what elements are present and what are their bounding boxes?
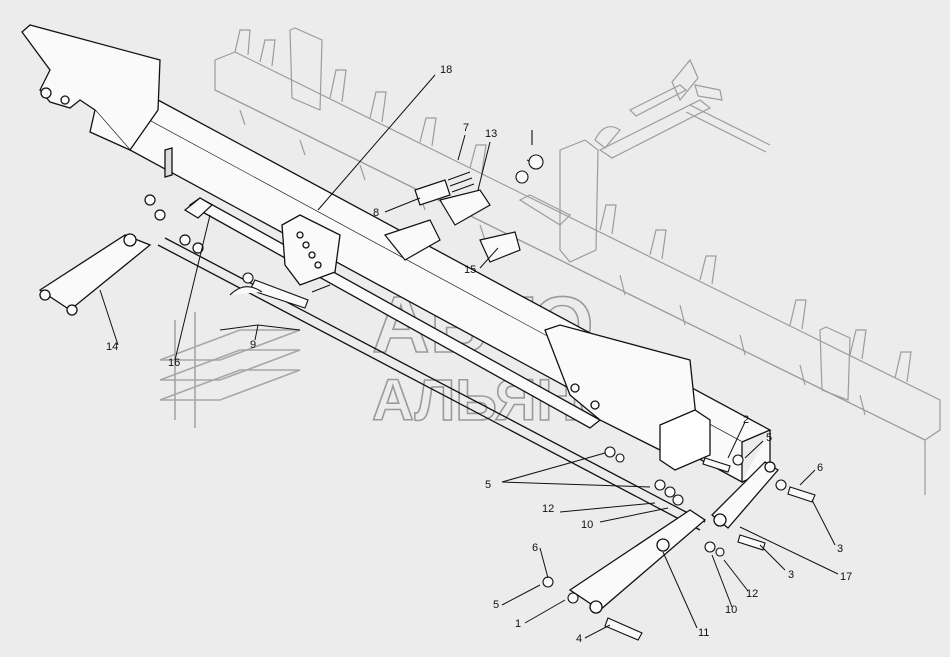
callout-5-left: 5	[485, 479, 491, 491]
bolts-and-nuts	[542, 446, 816, 641]
callout-4: 4	[576, 633, 582, 645]
right-bracket	[544, 324, 711, 471]
leader-lines	[99, 74, 839, 639]
callout-10-bottom: 10	[725, 604, 737, 616]
callout-5-bottom: 5	[493, 599, 499, 611]
callout-3-upper: 3	[837, 543, 843, 555]
callout-6-bottom: 6	[532, 542, 538, 554]
callout-1: 1	[515, 618, 521, 630]
hitch-bracket	[21, 24, 161, 152]
callout-7: 7	[463, 122, 469, 134]
callout-15: 15	[464, 264, 476, 276]
lower-right-link	[568, 509, 707, 614]
callout-10-left: 10	[581, 519, 593, 531]
callout-13: 13	[485, 128, 497, 140]
callout-labels: 18 7 13 8 15 14 16 9 2 5 6 5 12 10 3 3 1…	[106, 64, 852, 645]
clamp-assembly	[383, 179, 521, 263]
callout-5-top: 5	[766, 432, 772, 444]
callout-12-left: 12	[542, 503, 554, 515]
left-link-arm	[38, 233, 152, 316]
mid-bracket-plate	[281, 214, 341, 286]
watermark-logo	[159, 312, 301, 428]
callout-8: 8	[373, 207, 379, 219]
right-link-plate	[711, 461, 779, 529]
callout-6-right: 6	[817, 462, 823, 474]
callout-16: 16	[168, 357, 180, 369]
callout-12-bottom: 12	[746, 588, 758, 600]
left-bolts	[144, 194, 214, 254]
callout-3-lower: 3	[788, 569, 794, 581]
callout-11: 11	[698, 627, 709, 639]
callout-2: 2	[743, 414, 749, 426]
small-hardware	[229, 130, 544, 309]
callout-18: 18	[440, 64, 452, 76]
callout-14: 14	[106, 341, 118, 353]
callout-9: 9	[250, 339, 256, 351]
callout-17: 17	[840, 571, 852, 583]
